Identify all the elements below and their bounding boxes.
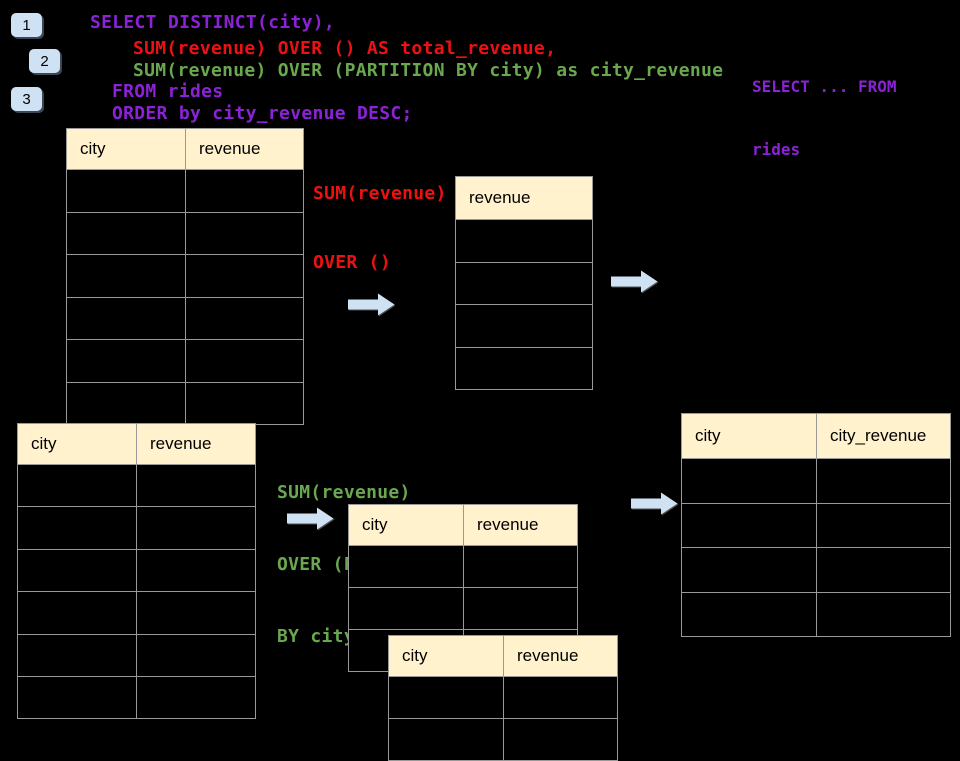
table-cell [18,676,136,719]
table-cell [682,459,816,503]
column-header-city-revenue: city_revenue [817,414,950,458]
label-partition-line-1: SUM(revenue) [277,482,411,503]
table-cell [18,592,136,634]
label-total-line-2: OVER () [313,252,391,273]
table-cell [67,297,185,339]
step-badge-3: 3 [11,87,42,111]
column-header-revenue: revenue [137,424,255,464]
arrow-right-icon [631,492,678,515]
column-header-revenue: revenue [504,636,617,676]
table-cell [18,634,136,676]
table-cell [389,719,503,760]
table-cell [682,592,816,636]
table-cell [456,220,592,262]
table-cell [464,588,577,629]
table-cell [349,588,463,629]
sql-line-select: SELECT DISTINCT(city), [90,12,336,33]
table-cell [67,382,185,424]
table-total-revenue: revenue [455,176,593,390]
table-cell [464,546,577,587]
table-cell [18,549,136,592]
table-cell [18,507,136,549]
side-note-line-2: rides [752,140,801,159]
table-cell [682,548,816,592]
table-cell [349,546,463,587]
table-cell [186,340,303,382]
table-cell [817,503,950,547]
table-cell [67,170,185,212]
table-cell [186,382,303,424]
table-cell [817,548,950,592]
table-cell [389,677,503,718]
table-cell [456,347,592,389]
table-cell [817,459,950,503]
table-cell [137,634,255,676]
table-cell [186,255,303,297]
side-note-select-from: SELECT ... FROM rides [752,34,897,181]
table-cell [137,676,255,719]
arrow-right-icon [287,507,334,530]
column-header-city: city [18,424,136,464]
column-header-revenue: revenue [464,505,577,545]
label-total-revenue: SUM(revenue) OVER () [313,136,447,297]
sql-line-sum-total: SUM(revenue) OVER () AS total_revenue, [133,38,557,59]
table-source-top: city revenue [66,128,304,425]
table-cell [67,340,185,382]
table-cell [817,592,950,636]
table-result: city city_revenue [681,413,951,637]
step-badge-1: 1 [11,13,42,37]
table-cell [67,255,185,297]
table-source-bottom: city revenue [17,423,256,720]
table-cell [186,212,303,254]
column-header-city: city [67,129,185,169]
table-cell [186,170,303,212]
sql-line-sum-partition: SUM(revenue) OVER (PARTITION BY city) as… [133,60,724,81]
table-cell [137,549,255,592]
table-cell [456,305,592,347]
table-cell [504,677,617,718]
table-cell [186,297,303,339]
table-cell [137,507,255,549]
sql-line-order: ORDER by city_revenue DESC; [112,103,413,124]
step-badge-2: 2 [29,49,60,73]
arrow-right-icon [348,293,395,316]
column-header-city: city [389,636,503,676]
label-total-line-1: SUM(revenue) [313,183,447,204]
table-cell [456,262,592,304]
side-note-line-1: SELECT ... FROM [752,77,897,96]
arrow-right-icon [611,270,658,293]
sql-line-from: FROM rides [112,81,224,102]
table-cell [137,465,255,507]
table-cell [67,212,185,254]
slide-canvas: { "colors": { "purple": "#8B22D6", "red"… [11,12,951,761]
table-cell [504,719,617,760]
column-header-city: city [682,414,816,458]
table-partition-group-b: city revenue [388,635,618,761]
column-header-city: city [349,505,463,545]
table-cell [137,592,255,634]
table-cell [18,465,136,507]
table-cell [682,503,816,547]
column-header-revenue: revenue [186,129,303,169]
column-header-revenue: revenue [456,177,592,219]
